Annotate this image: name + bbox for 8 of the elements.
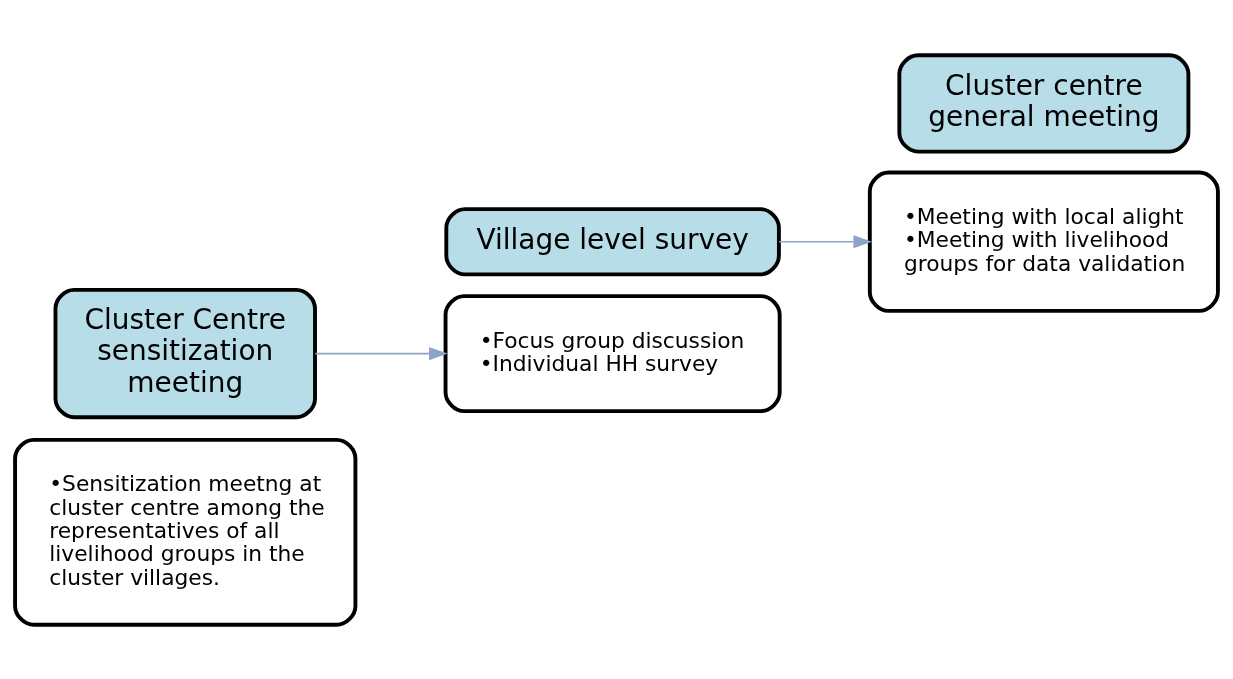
node-box: Village level survey	[444, 206, 781, 276]
node-box: •Sensitization meetng at cluster centre among the representatives of all livelihood groups in the cluster villages.	[13, 437, 358, 627]
node-box: •Focus group discussion •Individual HH survey	[443, 293, 782, 413]
arrow	[314, 346, 448, 360]
arrow	[778, 234, 872, 248]
node-box: Cluster centre general meeting	[897, 52, 1191, 153]
node-box: Cluster Centre sensitization meeting	[53, 287, 317, 419]
node-box: •Meeting with local alight •Meeting with livelihood groups for data validation	[867, 170, 1220, 313]
